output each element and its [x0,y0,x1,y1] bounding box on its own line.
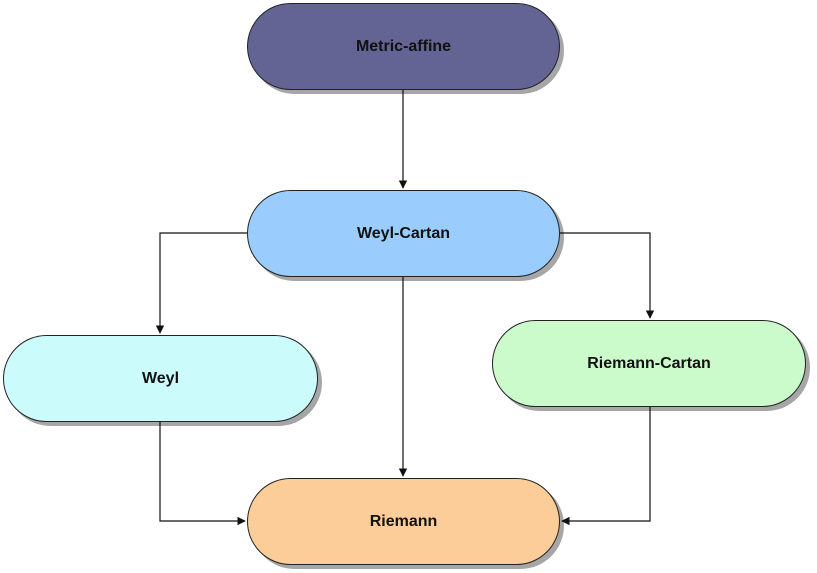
edge-weylc-weyl [155,232,247,334]
edge-weylc-rc [560,232,655,319]
node-weyl-cartan-label: Weyl-Cartan [356,224,451,242]
edge-rc-riemann [561,407,651,526]
node-riemann-label: Riemann [369,512,438,530]
edge-weyl-riemann [159,422,246,526]
node-riemann-cartan: Riemann-Cartan [492,320,806,407]
node-metric-affine: Metric-affine [247,3,560,90]
node-riemann-cartan-label: Riemann-Cartan [587,354,711,372]
node-riemann: Riemann [247,478,560,565]
node-weyl: Weyl [3,335,318,422]
node-weyl-label: Weyl [141,369,180,387]
node-metric-affine-label: Metric-affine [355,37,452,55]
node-weyl-cartan: Weyl-Cartan [247,190,560,277]
